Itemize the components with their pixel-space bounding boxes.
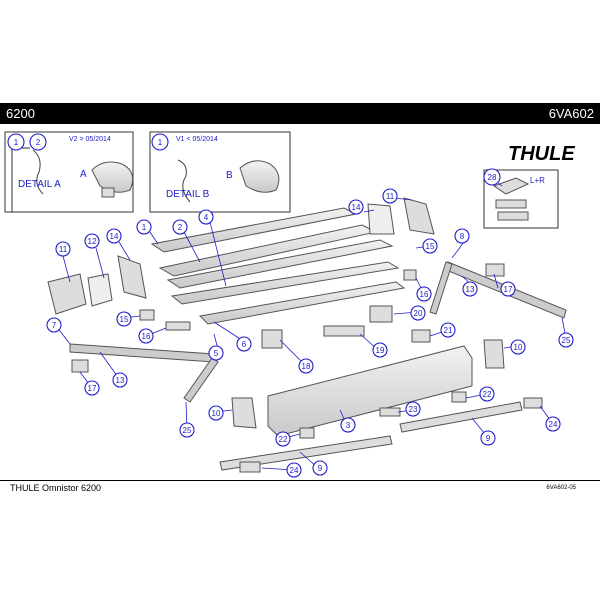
callout-13: 13 [466,285,475,294]
callout-11: 11 [386,192,395,201]
right-end-caps [231,197,505,429]
callout-3: 3 [346,421,351,430]
callout-15: 15 [426,242,435,251]
front-profile [267,345,473,437]
callout-21: 21 [444,326,453,335]
callout-5: 5 [214,349,219,358]
callout-24: 24 [549,420,558,429]
detail-a-version: V2 > 05/2014 [69,136,111,143]
rails [219,401,523,471]
callout-14: 14 [110,232,119,241]
callout-15: 15 [120,315,129,324]
detail-b-label: DETAIL B [166,189,210,200]
callout-9: 9 [486,434,491,443]
detail-b-letter: B [226,170,233,181]
detail-box-28: L+R [483,169,559,229]
callout-4: 4 [204,213,209,222]
callout-22: 22 [279,435,288,444]
callout-14: 14 [352,203,361,212]
small-hardware [71,263,543,473]
callout-16: 16 [420,290,429,299]
detail-box-b: V1 < 05/2014 DETAIL B B [149,131,291,213]
callout-2: 2 [178,223,183,232]
callout-1: 1 [142,223,147,232]
callout-13: 13 [116,376,125,385]
callout-12: 12 [88,237,97,246]
callout-6: 6 [242,340,247,349]
header-model: 6200 [6,106,35,121]
callout-19: 19 [376,346,385,355]
callout-25: 25 [562,336,571,345]
callout-labels: 1 2 1 28 11 12 14 1 2 4 14 11 15 16 8 17… [14,138,571,475]
callout-1: 1 [14,138,19,147]
callout-10: 10 [514,343,523,352]
callout-7: 7 [52,321,57,330]
header-bar: 6200 6VA602 [0,103,600,124]
callout-10: 10 [212,409,221,418]
callout-1: 1 [158,138,163,147]
detail-b-version: V1 < 05/2014 [176,136,218,143]
callout-17: 17 [88,384,97,393]
callout-22: 22 [483,390,492,399]
thule-logo: THULE [508,143,575,165]
callout-25: 25 [183,426,192,435]
callout-23: 23 [409,405,418,414]
detail-a-label: DETAIL A [18,179,61,190]
callout-18: 18 [302,362,311,371]
callout-16: 16 [142,332,151,341]
callout-2: 2 [36,138,41,147]
callout-8: 8 [460,232,465,241]
callout-11: 11 [59,245,68,254]
callout-28: 28 [488,173,497,182]
header-code: 6VA602 [548,106,594,121]
footer-bar: THULE Omnistor 6200 6VA602-05 [0,480,600,496]
callout-17: 17 [504,285,513,294]
footer-code: 6VA602-05 [546,485,576,491]
callout-20: 20 [414,309,423,318]
awning-profiles [150,207,406,325]
footer-title: THULE Omnistor 6200 [10,483,102,493]
callouts [7,133,574,478]
left-end-cap [47,255,147,315]
detail-a-letter: A [80,169,87,180]
callout-9: 9 [318,464,323,473]
detail-28-label: L+R [530,176,545,185]
exploded-parts-diagram: V2 > 05/2014 DETAIL A A V1 < 05/2014 DET… [4,131,575,478]
detail-box-a: V2 > 05/2014 DETAIL A A [4,131,134,213]
callout-24: 24 [290,466,299,475]
